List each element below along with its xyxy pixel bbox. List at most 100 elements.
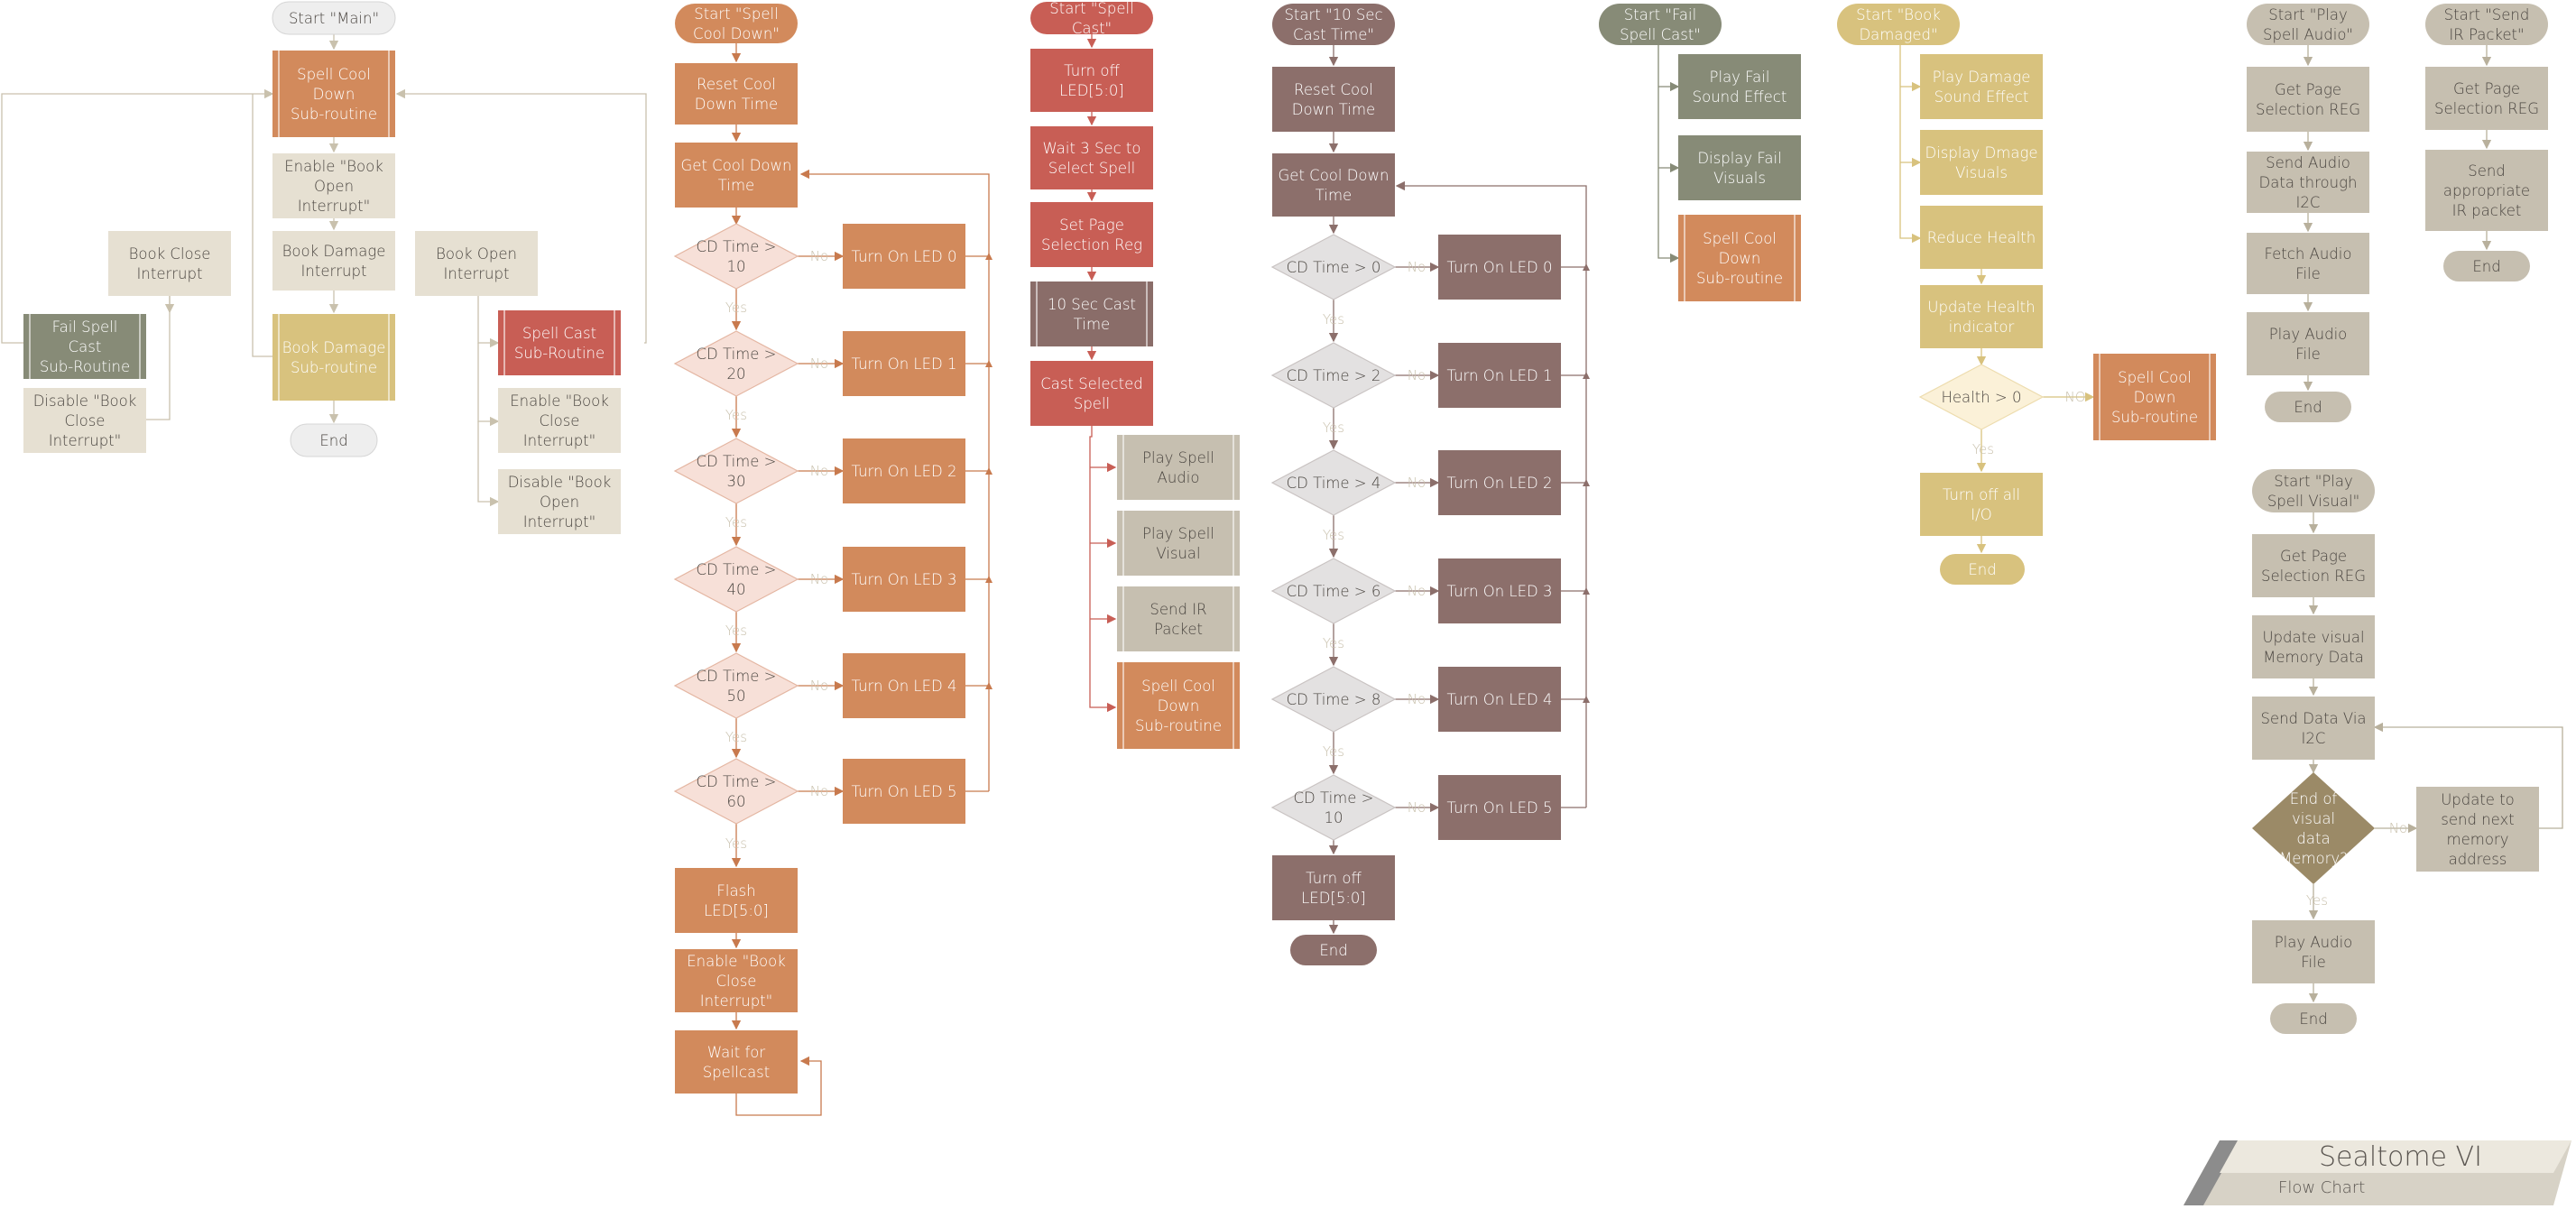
ts-return-arrow-0	[1583, 263, 1590, 271]
cd-led-5: Turn On LED 5	[843, 759, 965, 824]
main-end-label: End	[319, 432, 347, 449]
ts-no-label-2: No	[1408, 475, 1426, 491]
ts-led-3: Turn On LED 3	[1438, 558, 1561, 623]
diagram-title: Sealtome VI	[2319, 1141, 2482, 1173]
ir-end-label: End	[2472, 258, 2500, 275]
ts-no-label-0: No	[1408, 259, 1426, 275]
cd-yes-label-5: Yes	[725, 835, 747, 852]
ts-decision-3-label: CD Time > 6	[1287, 583, 1381, 600]
main-open-to-disable	[477, 421, 500, 507]
cd-yes-label-2: Yes	[725, 514, 747, 531]
cd-wait-loop	[735, 1056, 822, 1116]
ts-yes-label-2: Yes	[1323, 527, 1344, 543]
main-loop-damage	[252, 94, 272, 357]
ts-decision-1-label: CD Time > 2	[1287, 367, 1381, 384]
au-end-label: End	[2294, 399, 2322, 416]
cd-led-return	[799, 169, 990, 791]
main-loop-right	[395, 88, 647, 344]
cd-no-label-5: No	[810, 783, 828, 799]
dmg-reduce: Reduce Health	[1920, 206, 2043, 269]
ts-led-2: Turn On LED 2	[1438, 450, 1561, 515]
cd-no-label-2: No	[810, 463, 828, 479]
cd-led-5-label: Turn On LED 5	[852, 783, 957, 800]
cd-yes-label-4: Yes	[725, 729, 747, 745]
ts-decision-2-label: CD Time > 4	[1287, 475, 1381, 492]
cd-return-arrow-1	[985, 360, 993, 367]
vi-end-label: End	[2299, 1011, 2327, 1028]
cd-decision-2-label: CD Time >30	[697, 453, 777, 490]
cd-led-2: Turn On LED 2	[843, 438, 965, 503]
dmg-decision-label: Health > 0	[1942, 389, 2022, 406]
cd-return-arrow-0	[985, 253, 993, 260]
cd-no-label-3: No	[810, 571, 828, 587]
ts-decision-5-label: CD Time >10	[1294, 789, 1374, 826]
cd-decision-1-label: CD Time >20	[697, 346, 777, 383]
dmg-reduce-label: Reduce Health	[1927, 229, 2036, 246]
ts-decision-1: CD Time > 2	[1270, 342, 1397, 409]
ts-return-arrow-4	[1583, 696, 1590, 703]
ts-decision-0-label: CD Time > 0	[1287, 259, 1381, 276]
cd-decision-5-label: CD Time >60	[697, 773, 777, 810]
main-open-to-cast	[477, 296, 500, 348]
cd-decision-5: CD Time >60	[673, 758, 799, 825]
ts-return-arrow-3	[1583, 587, 1590, 595]
cd-yes-label-3: Yes	[725, 623, 747, 639]
ts-no-label-3: No	[1408, 583, 1426, 599]
main-start-label: Start "Main"	[289, 10, 379, 27]
ts-no-label-1: No	[1408, 367, 1426, 383]
cd-return-arrow-4	[985, 682, 993, 689]
cd-no-label-1: No	[810, 355, 828, 372]
cd-decision-2: CD Time >30	[673, 438, 799, 504]
